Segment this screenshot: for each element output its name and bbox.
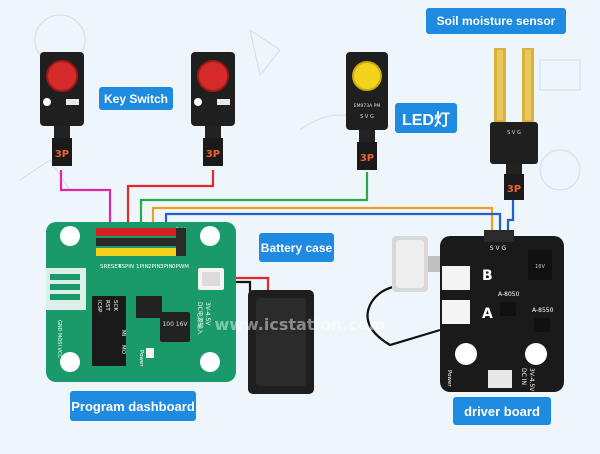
icsp-pin-mi: MI: [120, 330, 126, 337]
key-switch-label: Key Switch: [99, 87, 173, 110]
led-module-text: EM973A PM: [354, 103, 381, 109]
program-dashboard-label: Program dashboard: [70, 391, 196, 421]
led-module: EM973A PM S V G 3P: [346, 52, 388, 170]
header-bottom-label-4: 3PIN: [160, 264, 173, 270]
icsp-pin-sck: SCK: [112, 300, 118, 311]
soil-moisture-sensor-label: Soil moisture sensor: [426, 8, 566, 34]
driver-pin-labels: S V G: [490, 245, 507, 252]
board-power-label: Power: [138, 350, 144, 367]
dc-input-label: DC电源输入: [196, 302, 204, 335]
soil-pin-labels: S V G: [507, 130, 521, 136]
soil-moisture-sensor-module: S V G 3P: [490, 48, 538, 200]
driver-board-label: driver board: [453, 397, 551, 425]
battery-case: [248, 290, 314, 394]
driver-dc-label: DC IN: [520, 368, 527, 385]
transistor-a8550-label: A-8550: [532, 307, 554, 314]
header-bottom-label-2: 1PIN: [136, 264, 149, 270]
header-bottom-label-5: 0PWM: [172, 264, 189, 270]
connector-label: 3P: [55, 149, 69, 160]
connector-label: 3P: [360, 153, 374, 164]
driver-cap-label: 16V: [535, 264, 545, 270]
port-a-letter: A: [482, 306, 493, 322]
key-switch-module-1: 3P: [40, 52, 84, 166]
battery-case-label: Battery case: [259, 233, 334, 262]
transistor-a8050-label: A-8050: [498, 291, 520, 298]
watermark: www.icstation.com: [214, 315, 385, 334]
driver-power-label: Power: [446, 370, 452, 387]
header-bottom-label-1: 4SPIN: [118, 264, 134, 270]
led-pin-labels: S V G: [360, 114, 374, 120]
header-pins: [96, 228, 186, 256]
wire-soil-2: [506, 200, 515, 232]
wire-battery-red: [222, 276, 270, 292]
header-bottom-label-3: 2PIN: [148, 264, 161, 270]
led-label: LED灯: [395, 103, 457, 133]
dc-motor: [392, 236, 440, 292]
wire-key-switch-2: [126, 170, 215, 236]
driver-board: S V G B A 16V A-8050 A-8550 Power DC IN …: [440, 230, 564, 392]
icsp-label: ICSP: [96, 300, 102, 313]
wire-led: [139, 172, 369, 236]
connector-label: 3P: [507, 184, 521, 195]
connector-label: 3P: [206, 149, 220, 160]
voltage-label: 3V-4.5V: [204, 302, 211, 326]
left-pin-labels: GND MOSI VCC: [56, 320, 62, 358]
icsp-pin-rst: RST: [104, 300, 110, 311]
microcontroller-chip: [136, 296, 162, 318]
capacitor-label: 100 16V: [162, 321, 188, 328]
wire-key-switch-1: [59, 170, 112, 236]
icsp-pin-mo: MO: [120, 345, 126, 355]
driver-voltage-label: 3V-4.5V: [528, 368, 535, 392]
header-bottom-label-0: SRESET: [100, 264, 122, 270]
key-switch-module-2: 3P: [191, 52, 235, 166]
program-dashboard-board: GND MOSI VCC G V SRESET 4SPIN 1PIN 2PIN …: [46, 222, 236, 382]
port-b-letter: B: [482, 268, 493, 284]
